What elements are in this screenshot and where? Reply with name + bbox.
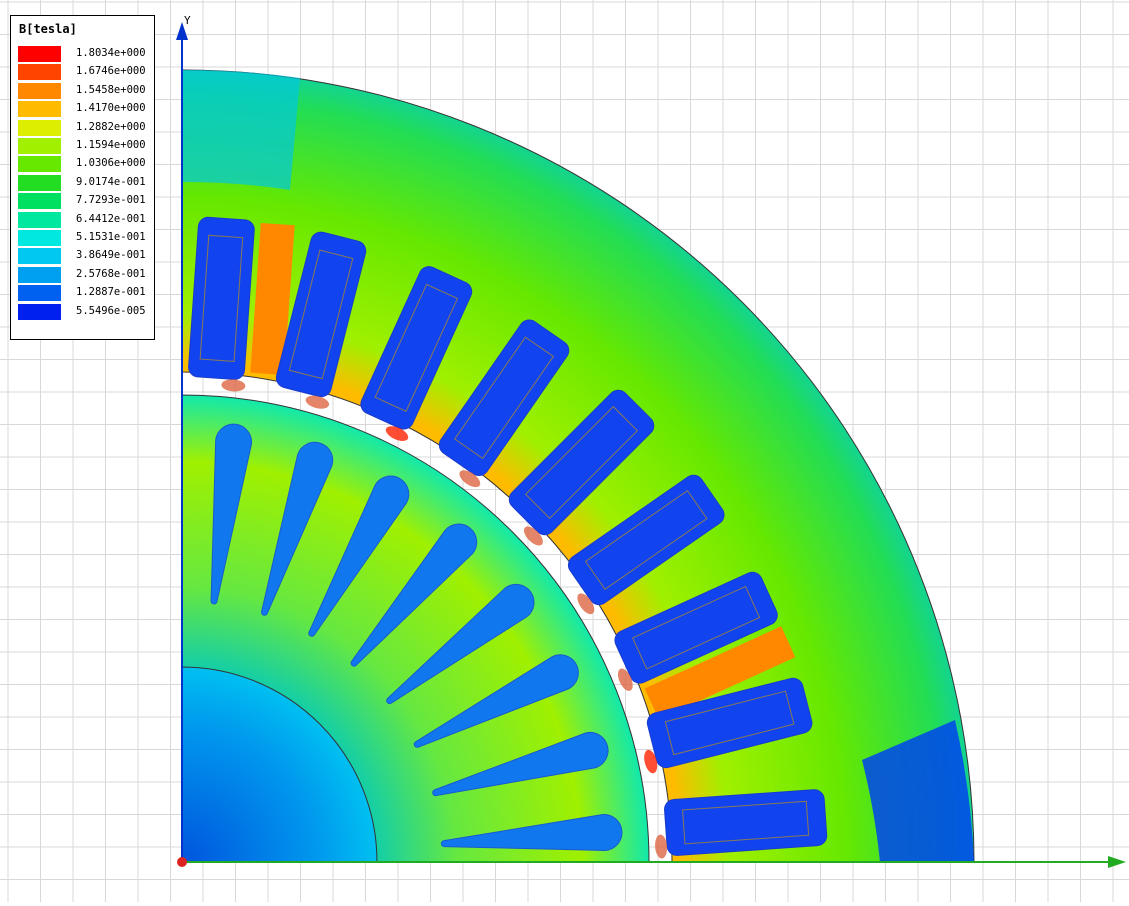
legend-value-label: 1.2882e+000: [76, 120, 146, 133]
legend-swatch: [18, 101, 61, 118]
legend-value-label: 7.7293e-001: [76, 194, 146, 207]
legend-entry: 6.4412e-001: [18, 211, 154, 228]
stator-slot: [275, 231, 367, 409]
rotor-slot: [210, 423, 253, 605]
legend-value-label: 1.5458e+000: [76, 83, 146, 96]
legend-value-label: 6.4412e-001: [76, 212, 146, 225]
stator-slot: [508, 389, 655, 546]
legend-entry: 1.0306e+000: [18, 156, 154, 173]
legend-value-label: 5.1531e-001: [76, 231, 146, 243]
stator-slot: [567, 474, 725, 615]
origin-marker: [177, 857, 187, 867]
stator-slot: [655, 789, 828, 859]
legend-swatch: [18, 64, 61, 81]
rotor-slot: [413, 654, 579, 748]
legend-entry: 5.1531e-001: [18, 230, 154, 246]
legend-swatch: [18, 156, 61, 173]
legend-entry: 1.8034e+000: [18, 46, 154, 62]
legend-swatch: [18, 174, 61, 191]
legend-value-label: 1.1594e+000: [76, 139, 146, 151]
legend-value-label: 9.0174e-001: [76, 175, 146, 188]
legend-entry: 1.2882e+000: [18, 119, 154, 136]
shaft-region: [181, 666, 378, 863]
legend-entry: 5.5496e-005: [18, 303, 154, 320]
legend-title: B[tesla]: [19, 22, 77, 36]
legend-value-label: 1.4170e+000: [76, 102, 146, 115]
legend-swatch: [18, 285, 61, 302]
stator-back-cool-region-right: [862, 720, 974, 862]
legend-value-label: 3.8649e-001: [76, 249, 146, 262]
rotor-slot: [432, 732, 609, 797]
rotor-slot: [440, 814, 623, 851]
legend-value-label: 5.5496e-005: [76, 304, 146, 317]
legend-value-label: 1.0306e+000: [76, 157, 146, 170]
stator-slot: [188, 216, 295, 392]
legend-panel[interactable]: B[tesla] 1.8034e+000 1.6746e+000 1.5458e+0…: [10, 15, 155, 340]
rotor-slot: [350, 523, 478, 667]
legend-entry: 7.7293e-001: [18, 193, 154, 210]
rotor-slot-group: [210, 423, 623, 851]
legend-value-label: 1.2887e-001: [76, 286, 146, 299]
legend-swatch: [18, 303, 61, 320]
legend-value-label: 1.6746e+000: [76, 65, 146, 78]
y-axis-arrow: [176, 22, 188, 40]
legend-entry: 9.0174e-001: [18, 174, 154, 191]
rotor-slot: [261, 441, 334, 616]
rotor-slot: [308, 475, 410, 637]
stator-slot: [438, 319, 570, 488]
legend-swatch: [18, 138, 61, 154]
legend-swatch: [18, 230, 61, 246]
legend-swatch: [18, 46, 61, 62]
legend-entry: 1.2887e-001: [18, 285, 154, 302]
legend-swatch: [18, 211, 61, 228]
y-axis-label: Y: [184, 14, 191, 27]
stator-slot: [360, 266, 473, 441]
legend-swatch: [18, 248, 61, 265]
legend-value-label: 1.8034e+000: [76, 47, 146, 59]
legend-entry: 1.1594e+000: [18, 138, 154, 154]
rotor-slot: [386, 583, 535, 705]
legend-entry: 1.6746e+000: [18, 64, 154, 81]
legend-entry: 2.5768e-001: [18, 266, 154, 283]
legend-value-label: 2.5768e-001: [76, 267, 146, 280]
x-axis-arrow: [1108, 856, 1126, 868]
legend-entry: 1.4170e+000: [18, 101, 154, 118]
legend-entry: 1.5458e+000: [18, 82, 154, 99]
legend-swatch: [18, 119, 61, 136]
legend-entry: 3.8649e-001: [18, 248, 154, 265]
legend-swatch: [18, 193, 61, 210]
stator-slot: [644, 677, 813, 774]
legend-swatch: [18, 266, 61, 283]
stator-slot-group: [188, 216, 828, 859]
stator-back-cool-region: [182, 69, 300, 190]
legend-swatch: [18, 82, 61, 99]
stator-slot: [614, 571, 796, 720]
